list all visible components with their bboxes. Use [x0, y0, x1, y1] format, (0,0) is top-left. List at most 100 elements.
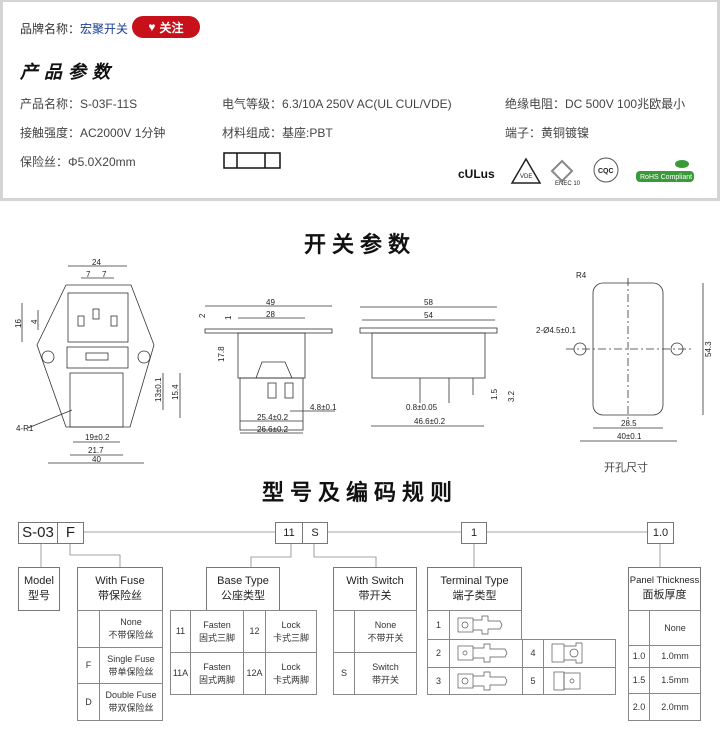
label: 型号: [28, 590, 50, 602]
spec-dielectric: 接触强度：AC2000V 1分钟: [20, 124, 165, 141]
label: 54: [424, 311, 433, 320]
label: 54.3: [704, 341, 713, 357]
label: 产品名称：: [20, 97, 81, 111]
label: 13±0.1: [154, 377, 163, 402]
enec-icon: ENEC 10: [550, 159, 581, 187]
label: 1: [224, 315, 233, 320]
label: 卡式三脚: [272, 632, 309, 643]
label: 7: [86, 270, 91, 279]
label: DC 500V 100兆欧最小: [565, 97, 686, 111]
label: 1.5mm: [649, 667, 701, 694]
label: AC2000V 1分钟: [80, 126, 166, 140]
dim-label: 24: [92, 258, 101, 267]
label: 46.6±0.2: [414, 417, 446, 426]
label: 不带保险丝: [108, 630, 154, 640]
label: R4: [576, 271, 587, 280]
rohs-icon: RoHS Compliant: [636, 160, 694, 182]
label: 接触强度：: [20, 126, 81, 140]
base-header: Base Type 公座类型: [206, 567, 280, 611]
certification-logos: cULus VDE ENEC 10 CQC RoHS Compliant: [458, 157, 694, 187]
label: 17.8: [217, 346, 226, 362]
label: 保险丝：: [20, 155, 69, 169]
cul-us-icon: cULus: [458, 167, 495, 181]
front-view-drawing: [21, 265, 181, 464]
terminal-1-icon: [457, 615, 503, 635]
label: Fasten: [203, 619, 231, 630]
side-view-2-drawing: [359, 306, 498, 427]
label: Single Fuse: [107, 653, 155, 664]
spec-rating: 电气等级：6.3/10A 250V AC(UL CUL/VDE): [222, 95, 452, 112]
label: 6.3/10A 250V AC(UL CUL/VDE): [282, 97, 452, 111]
code-fuse: F: [57, 522, 84, 544]
label: 1.5: [628, 667, 650, 694]
brand-label: 品牌名称：: [20, 22, 81, 36]
label: Base Type: [217, 575, 269, 588]
label: Switch: [372, 661, 399, 672]
label: Terminal Type: [440, 575, 509, 588]
terminal-5-icon: [553, 671, 581, 691]
label: 2-Ø4.5±0.1: [536, 326, 577, 335]
label: 28.5: [621, 419, 637, 428]
label: 不带开关: [367, 632, 404, 643]
code-base: 11: [275, 522, 303, 544]
label: 关注: [159, 20, 184, 35]
cqc-lettering: CQC: [598, 168, 614, 175]
label: None: [649, 610, 701, 646]
label: 带开关: [371, 674, 399, 685]
label: 25.4±0.2: [257, 413, 289, 422]
label: Lock: [281, 619, 301, 630]
enec-lettering: ENEC 10: [555, 181, 581, 187]
label: 4: [30, 319, 39, 324]
terminal-3-icon: [457, 671, 508, 691]
label: None: [374, 619, 397, 630]
cutout-label: 开孔尺寸: [604, 462, 648, 474]
brand-link[interactable]: 宏聚开关: [80, 22, 129, 36]
label: 基座:PBT: [282, 126, 333, 140]
label: 4.8±0.1: [310, 403, 337, 412]
spec-material: 材料组成：基座:PBT: [222, 124, 333, 141]
label: 40±0.1: [617, 432, 642, 441]
label: 公座类型: [221, 590, 265, 602]
label: Fasten: [203, 661, 231, 672]
label: 带保险丝: [98, 590, 142, 602]
label: 4-R1: [16, 424, 34, 433]
spec-product-name: 产品名称：S-03F-11S: [20, 95, 137, 112]
label: 19±0.2: [85, 433, 110, 442]
label: 3.2: [507, 390, 516, 402]
cul-us-lettering: cULus: [458, 167, 495, 181]
follow-button[interactable]: ♥关注: [132, 16, 200, 38]
label: 58: [424, 298, 433, 307]
label: 2.0mm: [649, 693, 701, 721]
terminal-2-icon: [457, 643, 508, 663]
fuse-icon: [223, 152, 281, 169]
section-title: 产品参数: [20, 62, 116, 83]
label: 0.8±0.05: [406, 403, 438, 412]
code-terminal: 1: [461, 522, 487, 544]
code-model: S-03: [18, 522, 58, 544]
label: 端子：: [505, 126, 542, 140]
label: 带开关: [358, 590, 392, 602]
label: 21.7: [88, 446, 104, 455]
label: 16: [14, 319, 23, 328]
code-switch: S: [302, 522, 328, 544]
side-view-1-drawing: [204, 305, 335, 434]
label: 带双保险丝: [108, 703, 154, 713]
label: 固式三脚: [198, 632, 235, 643]
code-panel: 1.0: [647, 522, 674, 544]
rohs-lettering: RoHS Compliant: [640, 174, 692, 181]
label: Panel Thickness: [629, 575, 700, 587]
label: 固式两脚: [198, 674, 235, 685]
label: With Switch: [346, 575, 404, 588]
spec-fuse: 保险丝：Φ5.0X20mm: [20, 153, 136, 170]
label: With Fuse: [95, 575, 145, 588]
label: 7: [102, 270, 107, 279]
label: 49: [266, 298, 275, 307]
coding-title: 型号及编码规则: [261, 480, 458, 505]
label: 材料组成：: [222, 126, 283, 140]
panel-cutout-drawing: [566, 278, 704, 442]
spec-terminal: 端子：黄铜镀镍: [505, 124, 589, 141]
label: Lock: [281, 661, 301, 672]
